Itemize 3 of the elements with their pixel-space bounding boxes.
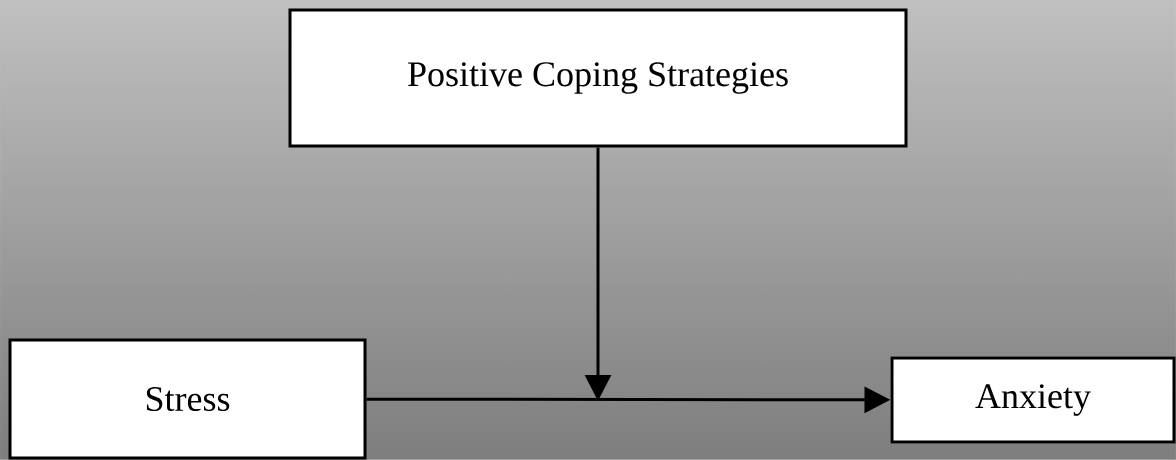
moderator-box: Positive Coping Strategies	[288, 8, 908, 148]
variable-box: Stress	[8, 338, 367, 460]
variable-box: Anxiety	[890, 356, 1176, 444]
